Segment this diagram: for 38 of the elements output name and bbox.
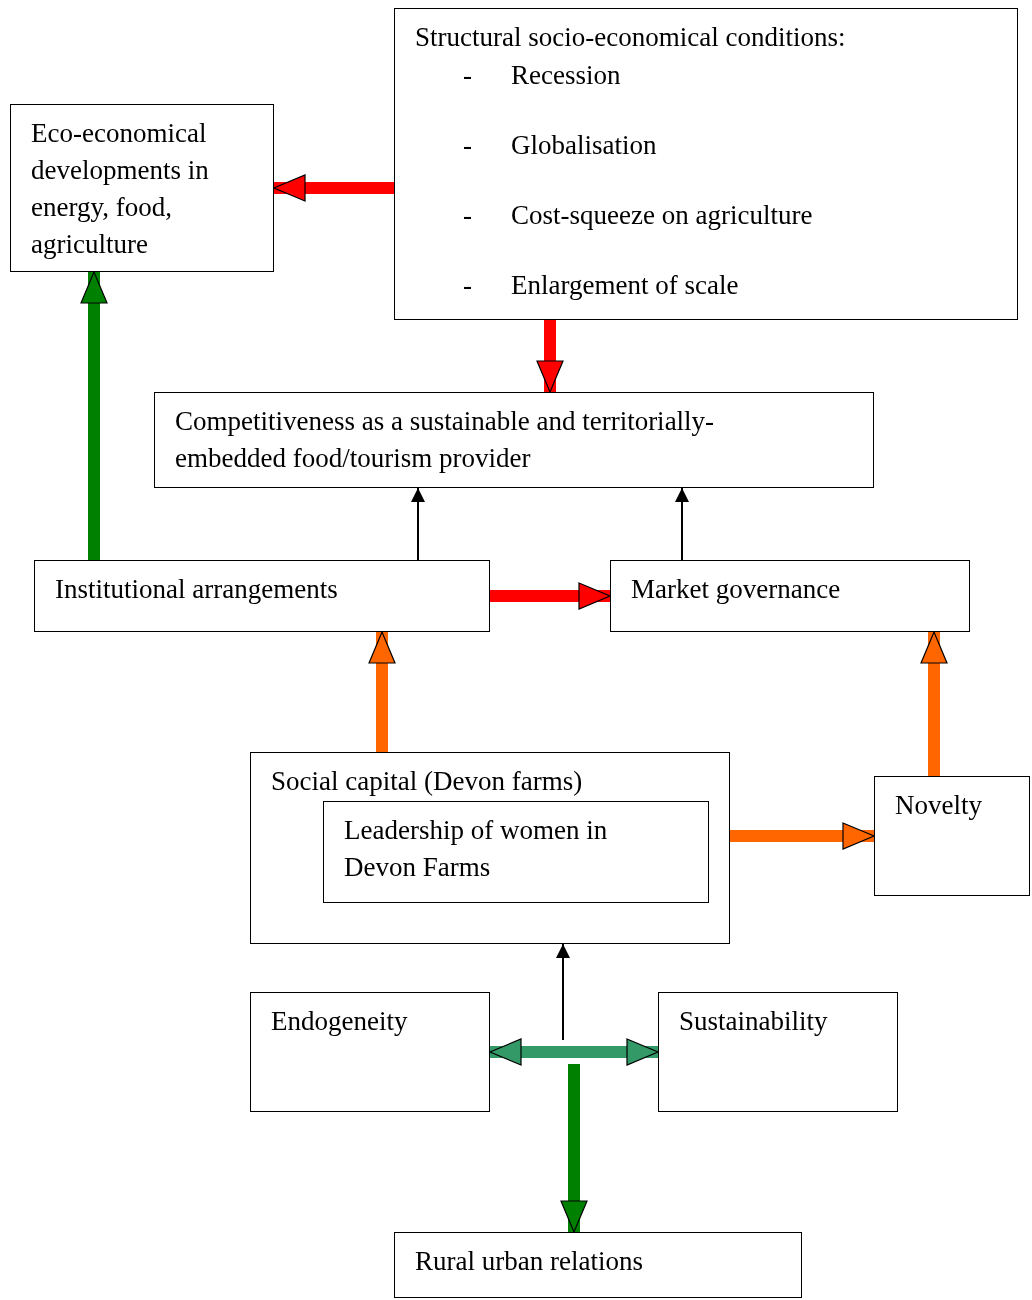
text-box xyxy=(658,992,898,1112)
text-box xyxy=(154,392,874,488)
list-item: - Enlargement of scale xyxy=(463,269,739,302)
text-box xyxy=(394,1232,802,1298)
box-text: Market governance xyxy=(631,573,842,606)
box-text: Novelty xyxy=(895,789,983,822)
box-text: Institutional arrangements xyxy=(55,573,339,606)
block-arrow xyxy=(560,1064,588,1233)
list-item: - Recession xyxy=(463,59,621,92)
box-text: Endogeneity xyxy=(271,1005,409,1038)
block-arrow xyxy=(368,631,396,752)
text-box xyxy=(610,560,970,632)
text-box xyxy=(10,104,274,272)
block-arrow xyxy=(490,582,611,610)
conditions-box xyxy=(394,8,1018,320)
text-box xyxy=(34,560,490,632)
box-text: Rural urban relations xyxy=(415,1245,644,1278)
block-arrow xyxy=(80,271,108,560)
box-text: Sustainability xyxy=(679,1005,829,1038)
block-arrow xyxy=(273,174,394,202)
block-arrow xyxy=(536,320,564,393)
box-text: Leadership of women in Devon Farms xyxy=(344,814,609,884)
block-arrow xyxy=(920,631,948,776)
arrow xyxy=(556,943,570,1041)
text-box xyxy=(323,801,709,903)
list-item: - Cost-squeeze on agriculture xyxy=(463,199,813,232)
box-text: Competitiveness as a sustainable and territorially-embedded food/tourism provider xyxy=(175,405,716,475)
box-heading: Structural socio-economical conditions: xyxy=(415,21,847,54)
text-box xyxy=(874,776,1030,896)
arrow xyxy=(675,487,689,561)
list-item: - Globalisation xyxy=(463,129,657,162)
text-box xyxy=(250,992,490,1112)
block-arrow xyxy=(489,1038,659,1066)
box-text: Eco-economical developments in energy, food, agriculture xyxy=(31,117,210,261)
text-box xyxy=(250,752,730,944)
arrow xyxy=(411,487,425,561)
block-arrow xyxy=(730,822,875,850)
box-text: Social capital (Devon farms) xyxy=(271,765,584,798)
